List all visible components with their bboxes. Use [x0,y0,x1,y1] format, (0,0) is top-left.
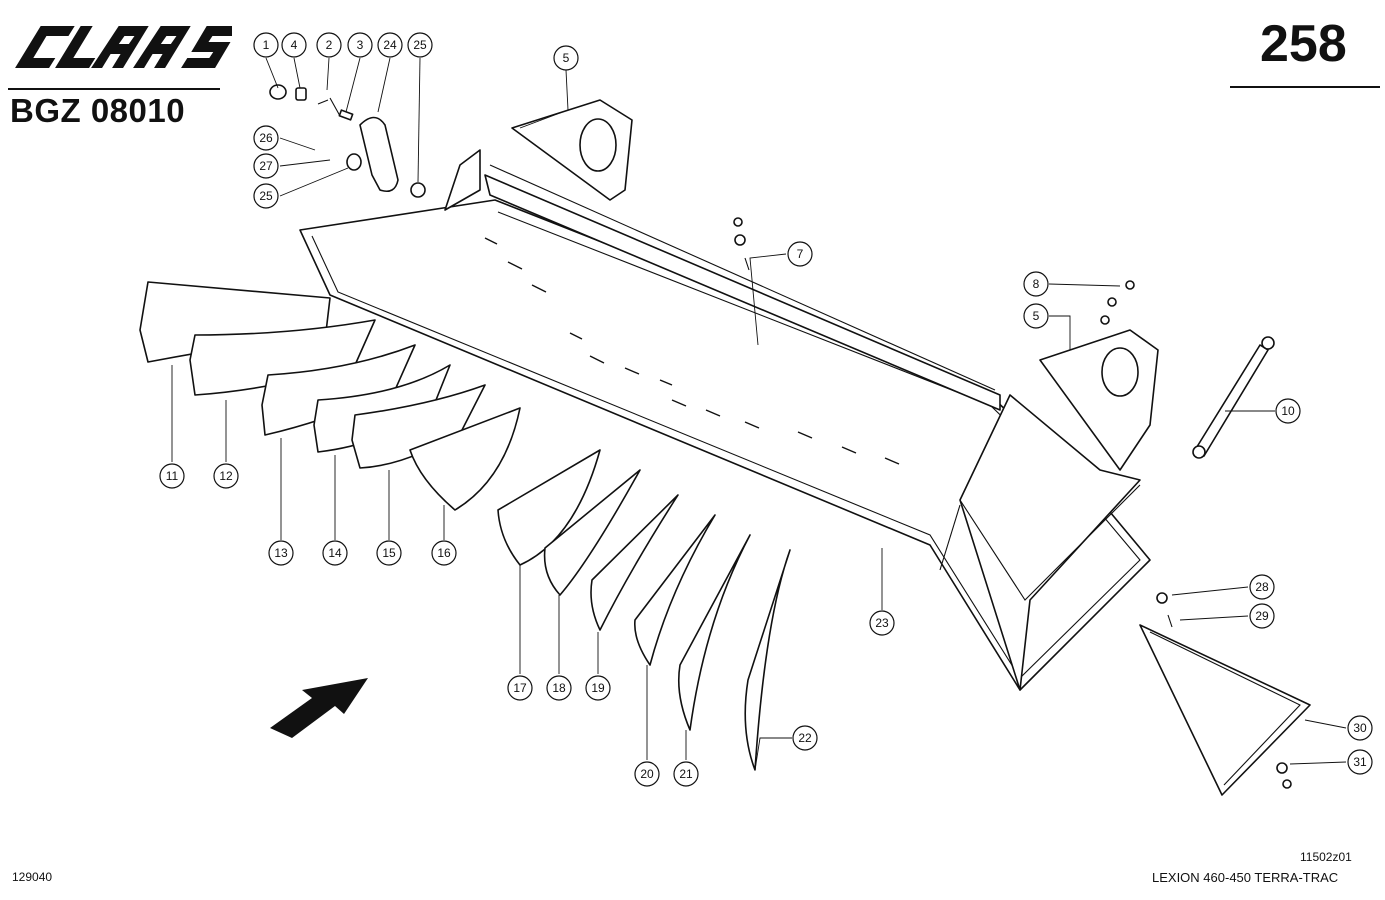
callout-12: 12 [213,463,239,489]
svg-text:31: 31 [1353,755,1367,769]
bracket-left [511,99,633,201]
callout-19: 19 [585,675,611,701]
svg-text:7: 7 [797,247,804,261]
svg-text:5: 5 [563,51,570,65]
callout-7: 7 [787,241,813,267]
callout-23: 23 [869,610,895,636]
direction-arrow [270,678,368,738]
svg-text:27: 27 [259,159,273,173]
callout-25-top: 25 [407,32,433,58]
callout-29: 29 [1249,603,1275,629]
svg-text:14: 14 [328,546,342,560]
deflector-plates [139,281,521,511]
svg-text:13: 13 [274,546,288,560]
callout-16: 16 [431,540,457,566]
claas-logo [15,26,232,68]
svg-text:25: 25 [413,38,427,52]
svg-text:3: 3 [357,38,364,52]
callout-10: 10 [1275,398,1301,424]
callout-27: 27 [253,153,279,179]
callout-3: 3 [347,32,373,58]
callout-15: 15 [376,540,402,566]
finger-plates [497,449,791,771]
main-pan [299,164,1151,691]
hinge-parts [269,84,481,211]
callout-28: 28 [1249,574,1275,600]
callout-30: 30 [1347,715,1373,741]
drawing-ref: 11502z01 [1300,850,1352,864]
callout-18: 18 [546,675,572,701]
svg-text:19: 19 [591,681,605,695]
callout-14: 14 [322,540,348,566]
svg-text:24: 24 [383,38,397,52]
callout-8: 8 [1023,271,1049,297]
svg-text:10: 10 [1281,404,1295,418]
svg-text:25: 25 [259,189,273,203]
callout-31: 31 [1347,749,1373,775]
model-name: LEXION 460-450 TERRA-TRAC [1152,870,1339,885]
svg-text:8: 8 [1033,277,1040,291]
callout-13: 13 [268,540,294,566]
callout-5-left: 5 [553,45,579,71]
svg-text:5: 5 [1033,309,1040,323]
callout-5-right: 5 [1023,303,1049,329]
bracket-right [1039,329,1159,471]
callout-20: 20 [634,761,660,787]
svg-text:11: 11 [166,469,179,483]
svg-text:1: 1 [263,38,270,52]
callout-17: 17 [507,675,533,701]
triangle-plate [1139,624,1311,796]
gas-strut [1192,336,1275,459]
callout-22: 22 [792,725,818,751]
svg-text:29: 29 [1255,609,1269,623]
callout-26: 26 [253,125,279,151]
svg-text:26: 26 [259,131,273,145]
header-rule-left [8,88,220,90]
svg-text:16: 16 [437,546,451,560]
callout-24: 24 [377,32,403,58]
svg-text:21: 21 [679,767,693,781]
svg-text:17: 17 [513,681,527,695]
svg-text:20: 20 [640,767,654,781]
svg-text:2: 2 [326,38,333,52]
svg-text:28: 28 [1255,580,1269,594]
group-code: BGZ 08010 [10,92,186,129]
header-rule-right [1230,86,1380,88]
svg-text:18: 18 [552,681,566,695]
callout-4: 4 [281,32,307,58]
svg-text:12: 12 [219,469,233,483]
svg-text:23: 23 [875,616,889,630]
callout-21: 21 [673,761,699,787]
leader-lines [171,57,1347,771]
fasteners [733,217,1292,789]
callout-2: 2 [316,32,342,58]
page-number: 258 [1260,15,1347,73]
svg-text:22: 22 [798,731,812,745]
callout-11: 11 [159,463,185,489]
left-code: 129040 [12,870,53,884]
svg-text:15: 15 [382,546,396,560]
callout-1: 1 [253,32,279,58]
svg-text:30: 30 [1353,721,1367,735]
svg-text:4: 4 [291,38,298,52]
callout-25-bottom: 25 [253,183,279,209]
